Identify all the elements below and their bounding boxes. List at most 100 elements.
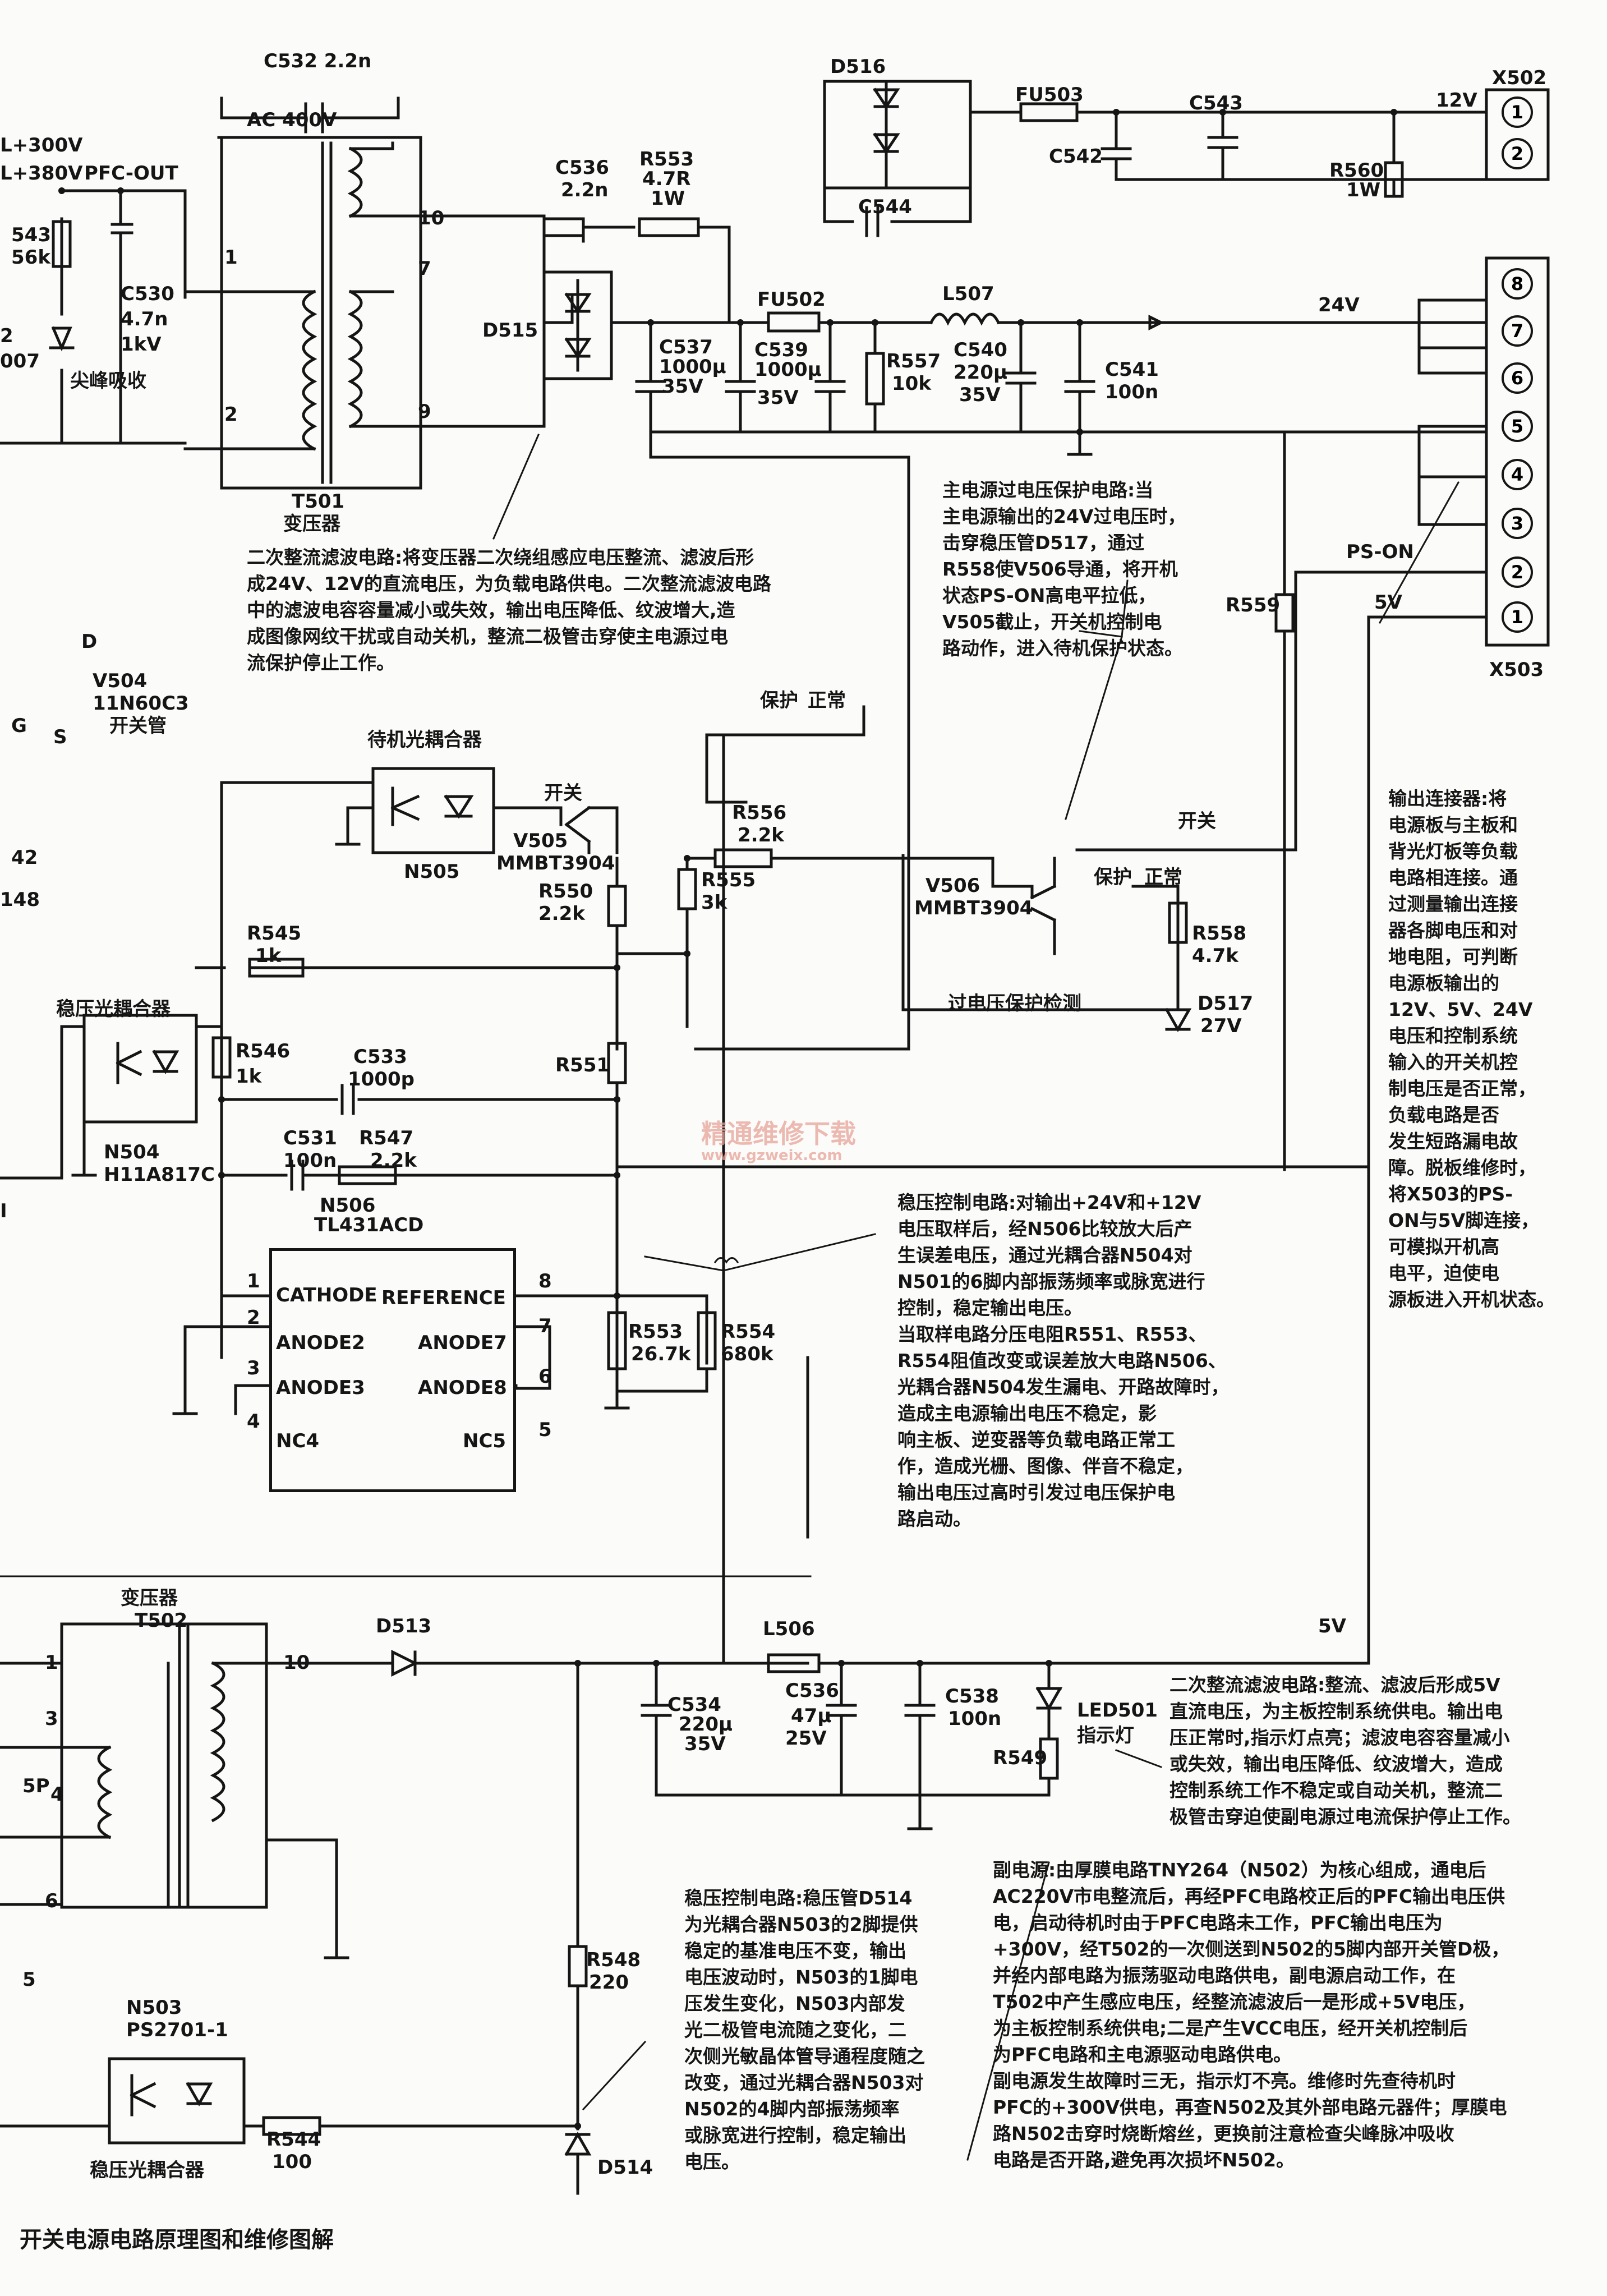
reg-optocoupler-label: 稳压光耦合器 <box>56 998 171 1020</box>
ic-pin-nc5: NC5 <box>463 1430 506 1452</box>
x502-pin-1: 1 <box>1502 96 1533 128</box>
r556-value: 2.2k <box>738 824 784 846</box>
d515-label: D515 <box>482 319 538 342</box>
r545-value: 1k <box>255 945 282 967</box>
c540-cap: 220μ <box>954 361 1007 384</box>
fu502-label: FU502 <box>757 288 826 311</box>
figure-caption: 开关电源电路原理图和维修图解 <box>20 2227 334 2253</box>
c537-cap: 1000μ <box>659 356 726 378</box>
t501-pin-2: 2 <box>224 403 238 426</box>
c537-label: C537 <box>659 336 713 358</box>
ic-num-5: 5 <box>538 1419 552 1441</box>
v504-part: 11N60C3 <box>93 692 189 715</box>
t501-pin-1: 1 <box>224 246 238 269</box>
diode-fragment-a: 2 <box>0 325 13 347</box>
c536b-label: C536 <box>785 1680 839 1702</box>
c539-cap: 1000μ <box>754 358 822 381</box>
c539-volt: 35V <box>757 386 799 409</box>
c538-value: 100n <box>948 1708 1002 1730</box>
5v-label: 5V <box>1374 591 1402 614</box>
5v-label-b: 5V <box>1318 1615 1346 1637</box>
v505-part: MMBT3904 <box>496 852 615 875</box>
r547-value: 2.2k <box>370 1149 417 1172</box>
n505-label: N505 <box>404 861 460 883</box>
r557-value: 10k <box>892 372 931 395</box>
c536-label: C536 <box>555 157 609 179</box>
t502-pin-3: 3 <box>45 1708 58 1730</box>
ic-pin-anode8: ANODE8 <box>418 1377 507 1399</box>
on-off-label-2: 开关 <box>1178 810 1216 832</box>
reg-optocoupler-label-2: 稳压光耦合器 <box>90 2159 204 2182</box>
t501-pin-10: 10 <box>418 207 445 229</box>
d517-value: 27V <box>1200 1015 1242 1037</box>
ic-num-2: 2 <box>247 1306 260 1329</box>
ic-num-8: 8 <box>538 1270 552 1292</box>
d517-label: D517 <box>1198 992 1254 1015</box>
ic-pin-anode2: ANODE2 <box>276 1332 365 1354</box>
c543-label: C543 <box>1189 92 1243 114</box>
note-aux-power: 副电源:由厚膜电路TNY264（N502）为核心组成，通电后 AC220V市电整… <box>993 1859 1510 2171</box>
v300-label: L+300V <box>0 134 83 157</box>
ps-on-label: PS-ON <box>1346 541 1414 563</box>
ic-pin-cathode: CATHODE <box>276 1284 377 1306</box>
v504-gate: G <box>11 715 27 737</box>
r546-value: 1k <box>236 1065 262 1088</box>
note-regulation-aux: 稳压控制电路:稳压管D514 为光耦合器N503的2脚提供 稳定的基准电压不变，… <box>684 1887 925 2173</box>
n503-part: PS2701-1 <box>126 2019 228 2041</box>
x503-pin-2: 2 <box>1502 556 1533 588</box>
r554-label: R554 <box>721 1320 776 1343</box>
c530-volt: 1kV <box>121 333 162 356</box>
c541-label: C541 <box>1105 358 1159 381</box>
c540-volt: 35V <box>959 384 1001 406</box>
c534-cap: 220μ <box>679 1713 733 1736</box>
c531-label: C531 <box>283 1127 337 1149</box>
r546-label: R546 <box>236 1040 291 1062</box>
d516-label: D516 <box>830 56 886 78</box>
watermark-url: www.gzweix.com <box>701 1147 842 1164</box>
c536b-volt: 25V <box>785 1727 827 1750</box>
c540-label: C540 <box>954 339 1007 361</box>
normal-label-2: 正常 <box>1144 866 1182 889</box>
x503-pin-7: 7 <box>1502 315 1533 347</box>
ovp-detect-label: 过电压保护检测 <box>948 992 1081 1015</box>
note-ovp: 主电源过电压保护电路:当 主电源输出的24V过电压时， 击穿稳压管D517，通过… <box>942 479 1186 659</box>
r545-label: R545 <box>247 922 302 945</box>
fragment-i: I <box>0 1200 7 1222</box>
ac400v-label: AC 400V <box>247 109 337 131</box>
n504-part: H11A817C <box>104 1163 215 1186</box>
n506-part: TL431ACD <box>314 1214 424 1236</box>
5p-label: 5P <box>22 1775 50 1797</box>
r555-value: 3k <box>701 891 727 914</box>
d513-label: D513 <box>376 1615 432 1637</box>
r553-power: 1W <box>651 187 685 210</box>
x503-pin-4: 4 <box>1502 459 1533 490</box>
r553b-label: R553 <box>628 1320 683 1343</box>
ic-num-1: 1 <box>247 1270 260 1292</box>
r543-value: 56k <box>11 246 50 269</box>
r550-label: R550 <box>538 880 593 903</box>
ic-pin-anode3: ANODE3 <box>276 1377 365 1399</box>
c534-label: C534 <box>667 1694 721 1716</box>
fragment-42: 42 <box>11 846 38 869</box>
standby-optocoupler-label: 待机光耦合器 <box>367 729 482 751</box>
v504-source: S <box>53 726 67 748</box>
t501-name: T501 <box>292 490 345 513</box>
r558-value: 4.7k <box>1192 945 1238 967</box>
r556-label: R556 <box>732 802 787 824</box>
note-secondary-main: 二次整流滤波电路:将变压器二次绕组感应电压整流、滤波后形 成24V、12V的直流… <box>247 546 771 674</box>
t501-pin-9: 9 <box>418 401 431 423</box>
c534-volt: 35V <box>684 1733 726 1755</box>
fragment-148: 148 <box>0 889 40 911</box>
t502-pin-5: 5 <box>22 1968 36 1991</box>
c539-label: C539 <box>754 339 808 361</box>
n503-label: N503 <box>126 1996 182 2019</box>
c544-label: C544 <box>858 196 912 218</box>
c531-value: 100n <box>283 1149 337 1172</box>
note-regulation-main: 稳压控制电路:对输出+24V和+12V 电压取样后，经N506比较放大后产 生误… <box>897 1191 1230 1530</box>
ic-num-3: 3 <box>247 1357 260 1379</box>
t502-pin-4: 4 <box>50 1783 64 1806</box>
c537-volt: 35V <box>662 375 703 398</box>
12v-label: 12V <box>1436 89 1477 112</box>
l506-label: L506 <box>763 1618 815 1640</box>
